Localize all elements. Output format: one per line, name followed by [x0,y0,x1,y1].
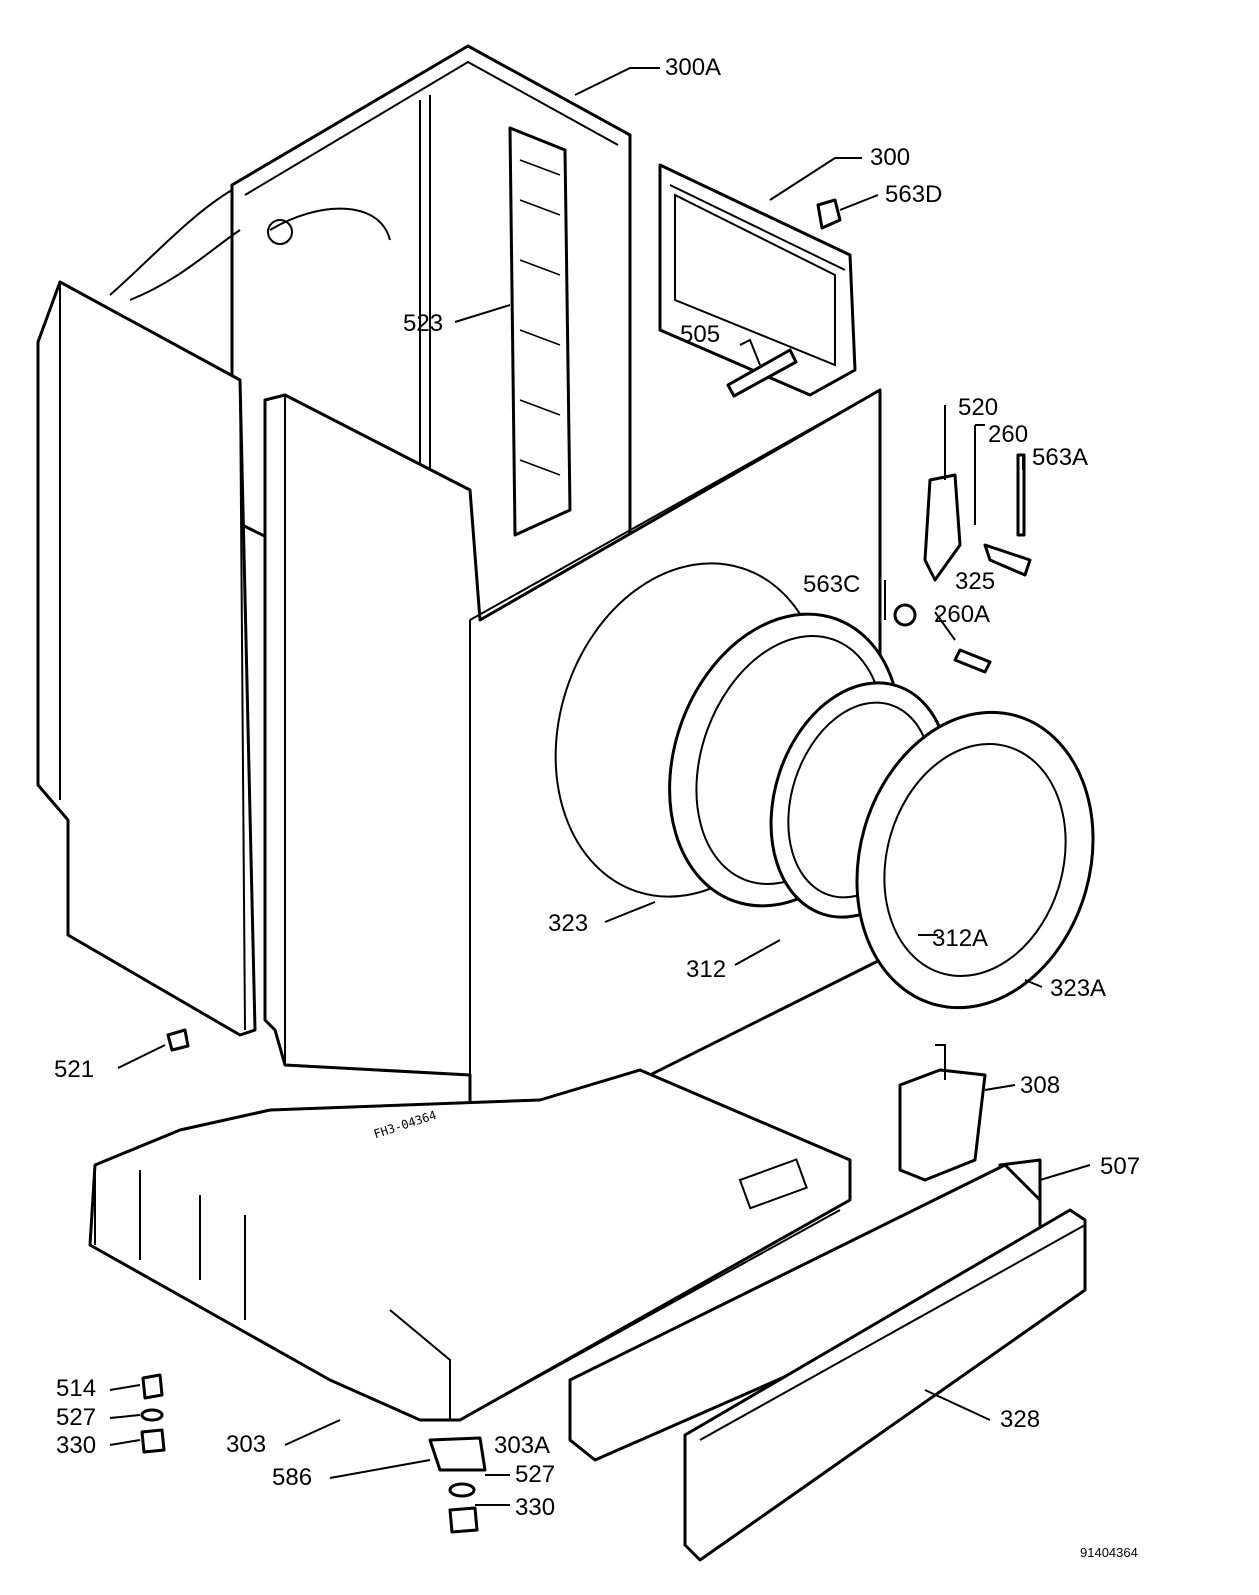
screw-260a [953,648,992,674]
base-frame-303 [88,1068,852,1422]
label-300a: 300A [665,54,722,81]
label-300: 300 [870,144,911,171]
label-563d: 563D [885,181,943,208]
label-586: 586 [272,1464,313,1491]
leader-lines [109,67,1091,1506]
screw-521 [166,1028,190,1052]
label-505: 505 [680,321,721,348]
label-527-left: 527 [56,1404,97,1431]
label-330-right: 330 [515,1494,556,1521]
label-308: 308 [1020,1072,1061,1099]
label-330-left: 330 [56,1432,97,1459]
label-514: 514 [56,1375,97,1402]
label-323a: 323A [1050,975,1107,1002]
washer-527-right [448,1482,476,1498]
lock-plate-520 [923,473,962,582]
label-312: 312 [686,956,727,983]
front-cabinet [263,388,882,1167]
label-260a: 260A [934,601,991,628]
label-527-right: 527 [515,1461,556,1488]
lever-325 [983,543,1032,577]
bushing-563c [893,603,917,627]
label-303a: 303A [494,1432,551,1459]
label-328: 328 [1000,1406,1041,1433]
foot-330-left [140,1428,166,1454]
rear-bracket-523 [508,126,572,537]
label-507: 507 [1100,1153,1141,1180]
label-303: 303 [226,1431,267,1458]
diagram-number: 91404364 [1080,1545,1138,1560]
foot-330-right [448,1506,479,1534]
label-521: 521 [54,1056,95,1083]
rod-505 [726,348,798,398]
label-260: 260 [988,421,1029,448]
support-586 [428,1436,487,1472]
label-523: 523 [403,310,444,337]
washer-527-left [140,1408,164,1422]
label-325: 325 [955,568,996,595]
left-side-panel [36,280,257,1037]
label-312a: 312A [932,925,989,952]
label-323: 323 [548,910,589,937]
label-520: 520 [958,394,999,421]
hinge-308 [898,1068,987,1182]
label-563a: 563A [1032,444,1089,471]
foot-514 [141,1373,164,1400]
kickplate-328 [683,1208,1087,1562]
side-frame-300 [658,163,857,397]
label-563c: 563C [803,571,861,598]
clip-563d [816,198,842,230]
